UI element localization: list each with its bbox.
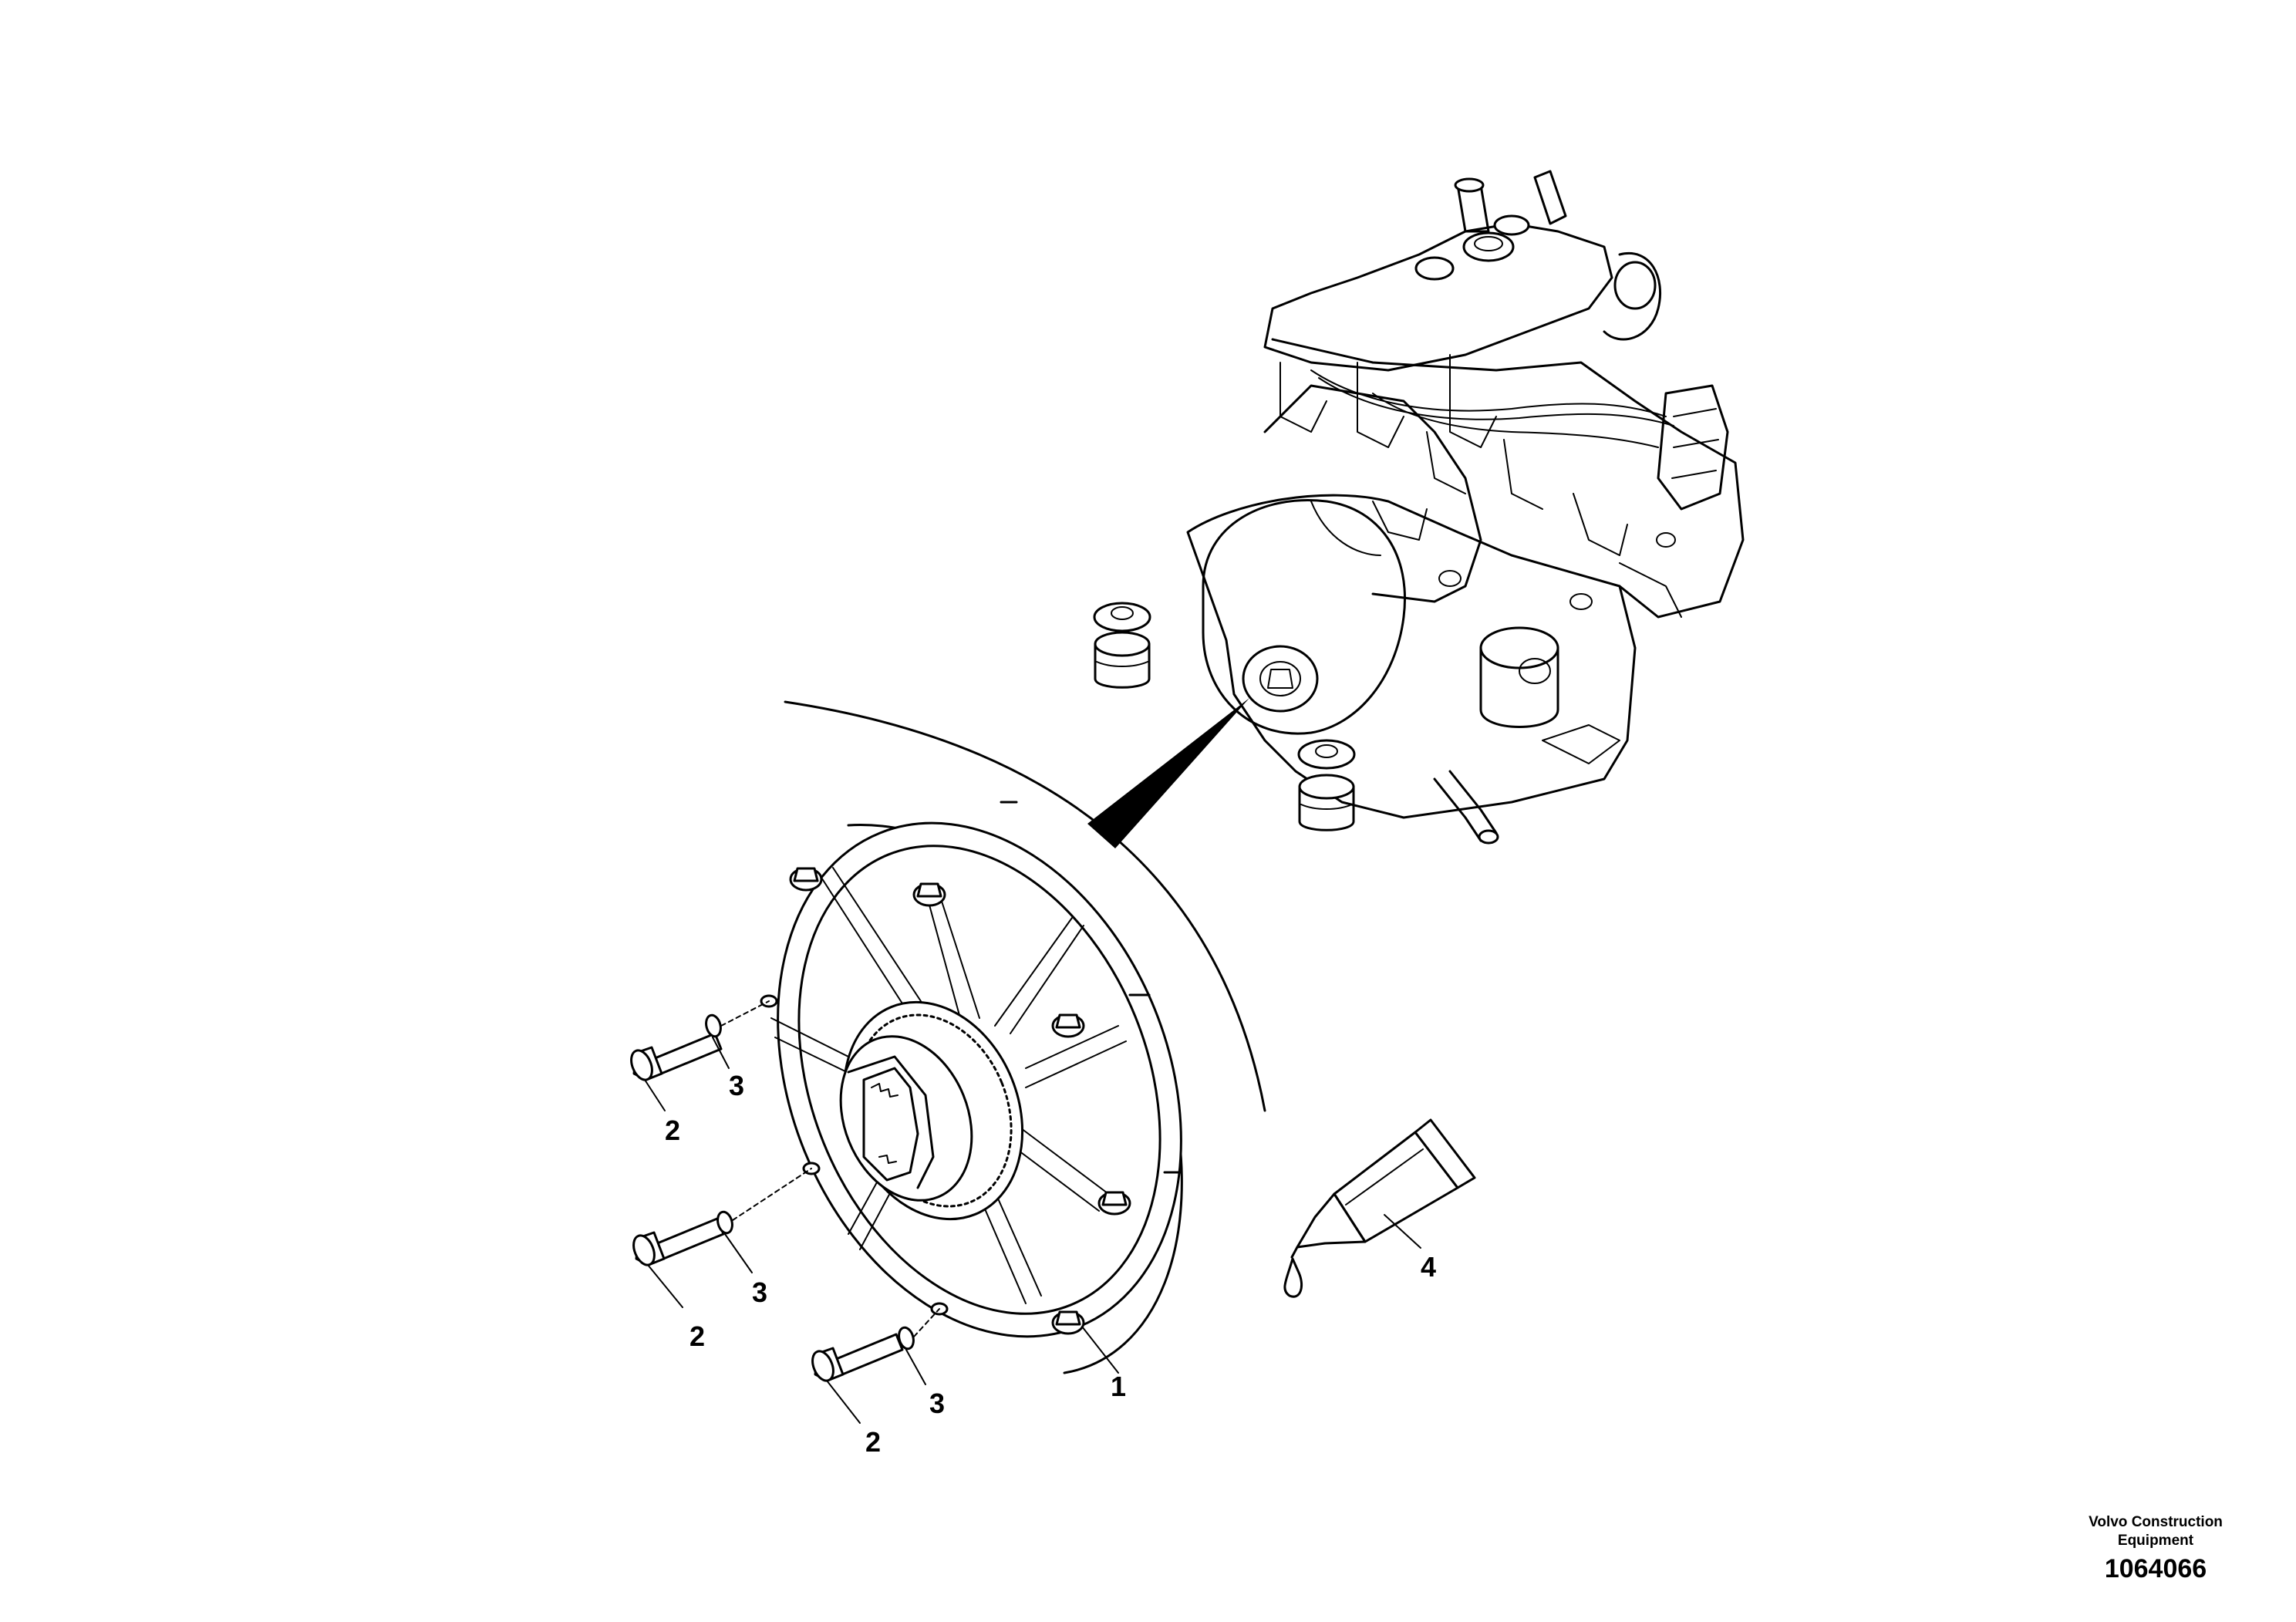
callout-2b: 2 bbox=[689, 1320, 705, 1352]
engine-mount-left bbox=[1093, 602, 1151, 689]
leader-lines bbox=[644, 1037, 1421, 1424]
washer-icon bbox=[705, 1013, 915, 1351]
detail-pointer bbox=[1087, 698, 1249, 848]
brand-line-2: Equipment bbox=[2118, 1533, 2194, 1549]
flex-plate-coupling-icon bbox=[760, 801, 1183, 1374]
bolt-icon bbox=[630, 1032, 904, 1382]
brand-line-1: Volvo Construction bbox=[2089, 1514, 2223, 1530]
callout-labels: 1 2 2 2 3 3 3 4 bbox=[665, 1070, 1436, 1458]
callout-3a: 3 bbox=[729, 1070, 744, 1101]
engine-mount-front bbox=[1297, 739, 1356, 831]
callout-4: 4 bbox=[1421, 1251, 1436, 1283]
callout-2c: 2 bbox=[865, 1426, 881, 1458]
footer: Volvo Construction Equipment 1064066 bbox=[2089, 1514, 2223, 1583]
callout-1: 1 bbox=[1111, 1371, 1126, 1402]
oil-filter bbox=[1479, 626, 1559, 728]
engine-icon bbox=[1093, 170, 1745, 845]
document-number: 1064066 bbox=[2105, 1554, 2207, 1583]
ring-studs bbox=[789, 801, 1182, 1335]
callout-3c: 3 bbox=[929, 1388, 945, 1419]
callout-3b: 3 bbox=[752, 1276, 767, 1308]
coupling-spokes bbox=[770, 867, 1127, 1304]
sealant-tube-icon bbox=[1283, 1118, 1476, 1298]
callout-2a: 2 bbox=[665, 1114, 680, 1146]
housing-arc bbox=[784, 700, 1266, 1112]
